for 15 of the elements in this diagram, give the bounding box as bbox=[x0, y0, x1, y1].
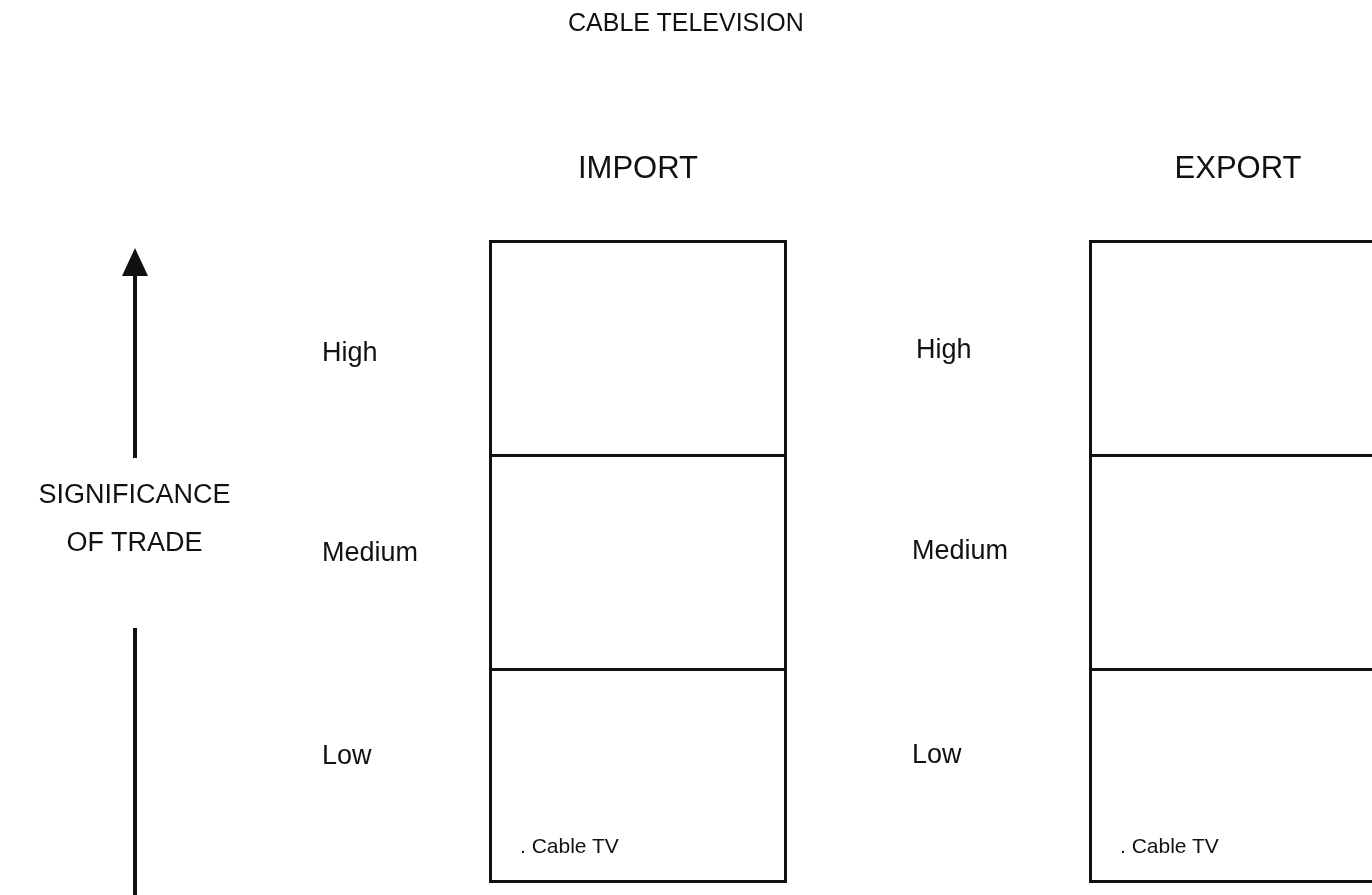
table-cell bbox=[1089, 240, 1372, 457]
axis-title: SIGNIFICANCE OF TRADE bbox=[37, 478, 232, 559]
row-label: Low bbox=[322, 740, 372, 771]
row-label: Medium bbox=[912, 535, 1009, 566]
table-cell: . Cable TV bbox=[1089, 668, 1372, 883]
column-heading: IMPORT bbox=[577, 150, 699, 186]
table-cell bbox=[489, 240, 787, 457]
diagram-title: CABLE TELEVISION bbox=[568, 8, 804, 37]
row-label: Low bbox=[912, 739, 962, 770]
table-cell: . Cable TV bbox=[489, 668, 787, 883]
table-cell bbox=[489, 454, 787, 671]
column-heading: EXPORT bbox=[1173, 150, 1303, 186]
row-label: Medium bbox=[322, 537, 419, 568]
row-label: High bbox=[916, 334, 972, 365]
row-label: High bbox=[322, 337, 378, 368]
